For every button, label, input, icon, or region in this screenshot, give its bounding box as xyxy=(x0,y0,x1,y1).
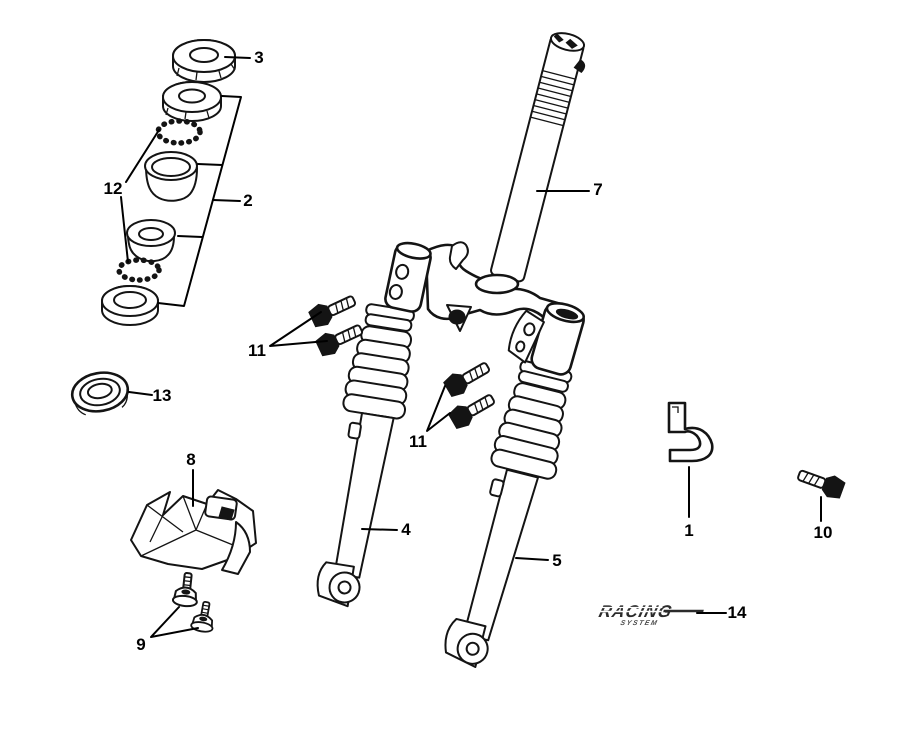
leader-lines xyxy=(120,56,822,638)
upper-ball-ring xyxy=(155,118,203,146)
left-fork-tab xyxy=(347,421,362,440)
part-label-11-left: 11 xyxy=(248,341,266,360)
fender-bracket-arm xyxy=(221,521,251,575)
group-2-bracket xyxy=(157,95,242,307)
clamp-bolts-center xyxy=(441,355,500,433)
right-fork-leg xyxy=(444,360,573,668)
part-label-14: 14 xyxy=(727,603,747,622)
steering-stem-nut xyxy=(172,39,236,83)
bottom-race xyxy=(101,285,159,326)
steering-stem xyxy=(490,32,586,283)
right-fork-clamp xyxy=(507,301,586,376)
racing-decal: RACING SYSTEM xyxy=(597,601,704,627)
single-bolt xyxy=(794,463,847,502)
dust-seal xyxy=(70,371,130,416)
part-label-1: 1 xyxy=(684,521,694,540)
part-label-8: 8 xyxy=(186,450,196,469)
part-label-3: 3 xyxy=(254,48,264,67)
steering-bearing-stack xyxy=(101,39,242,326)
part-label-7: 7 xyxy=(593,180,603,199)
part-label-11-center: 11 xyxy=(409,432,427,451)
part-label-12: 12 xyxy=(103,179,123,198)
left-fork-clamp xyxy=(384,241,432,313)
cable-guide-hook xyxy=(667,401,714,463)
lower-ball-ring xyxy=(116,257,162,283)
lower-cone-race xyxy=(126,219,176,263)
upper-dust-cap xyxy=(144,151,198,202)
fork-bridge xyxy=(424,241,577,332)
part-label-2: 2 xyxy=(243,191,253,210)
fender-screws xyxy=(171,570,218,635)
fender-bracket xyxy=(130,489,257,575)
right-fork-tab xyxy=(489,478,505,498)
stem-boss xyxy=(474,273,520,295)
bridge-hook-tab xyxy=(448,241,469,270)
part-label-5: 5 xyxy=(552,551,562,570)
part-label-9: 9 xyxy=(136,635,146,654)
decal-sub-text: SYSTEM xyxy=(620,619,660,627)
left-fork-leg xyxy=(316,303,415,608)
part-label-13: 13 xyxy=(152,386,172,405)
lock-nut xyxy=(162,81,222,122)
part-label-10: 10 xyxy=(813,523,833,542)
part-label-4: 4 xyxy=(401,520,411,539)
bridge-center-bolt xyxy=(448,309,466,325)
